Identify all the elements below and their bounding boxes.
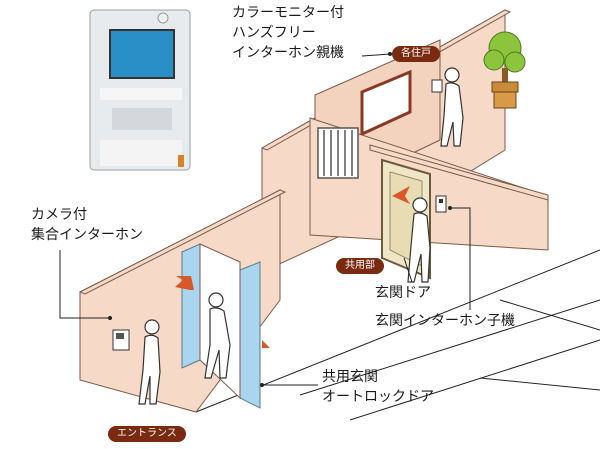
person-walking [204,292,231,379]
person-upper-room [440,67,464,147]
autolock-label-line1: 共用玄関 [322,369,378,385]
potted-plant [483,31,526,109]
person-at-panel [138,319,161,405]
entrance-door-label: 玄関ドア [375,285,431,301]
badge-entrance: エントランス [108,426,186,442]
people-silhouettes [138,67,464,405]
person-at-door [407,197,431,283]
camera-intercom-panel [112,329,130,351]
monitor-label-line2: ハンズフリー [232,25,316,41]
upper-window [360,69,412,137]
door-intercom-unit [435,195,447,213]
camera-label-line2: 集合インターホン [31,227,143,243]
wall-grille [317,127,359,179]
autolock-label-line2: オートロックドア [322,389,434,405]
intercom-base-unit [89,9,191,171]
badge-common-area: 共用部 [336,258,384,274]
monitor-label-line3: インターホン親機 [232,45,344,61]
leader-lines [59,53,471,386]
badge-each-unit: 各住戸 [392,46,440,62]
door-arrows [175,186,410,348]
arrow-entrance-door [392,186,410,204]
arrow-autolock-left [175,276,194,290]
upper-wall-monitor [431,79,443,93]
leader-line-dots [108,52,452,387]
monitor-label-line1: カラーモニター付 [232,5,344,21]
camera-label-line1: カメラ付 [31,207,87,223]
entrance-intercom-label: 玄関インターホン子機 [375,313,515,329]
arrow-autolock-right [262,340,270,348]
